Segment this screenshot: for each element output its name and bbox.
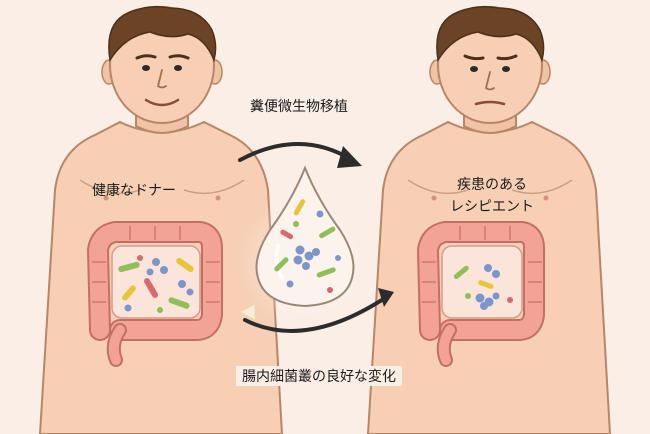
stool-sample-drop-icon [235,165,375,332]
top-arrow-icon [238,142,362,168]
donor-figure [38,5,284,434]
recipient-figure [366,5,612,434]
recipient-mouth [474,100,506,106]
faint-arrow-icon [238,303,256,321]
donor-label: 健康なドナー [92,183,176,199]
recipient-hair [436,5,545,63]
recipient-intestine [417,221,545,367]
bottom-label: 腸内細菌叢の良好な変化 [236,366,402,386]
recipient-label-line2: レシピエント [450,199,534,215]
donor-intestine [87,221,223,367]
title-label: 糞便微生物移植 [244,96,354,116]
recipient-label-line1: 疾患のある [457,177,527,193]
donor-hair [108,5,217,63]
donor-smile [144,98,180,107]
bottom-arrow-icon [243,288,394,333]
